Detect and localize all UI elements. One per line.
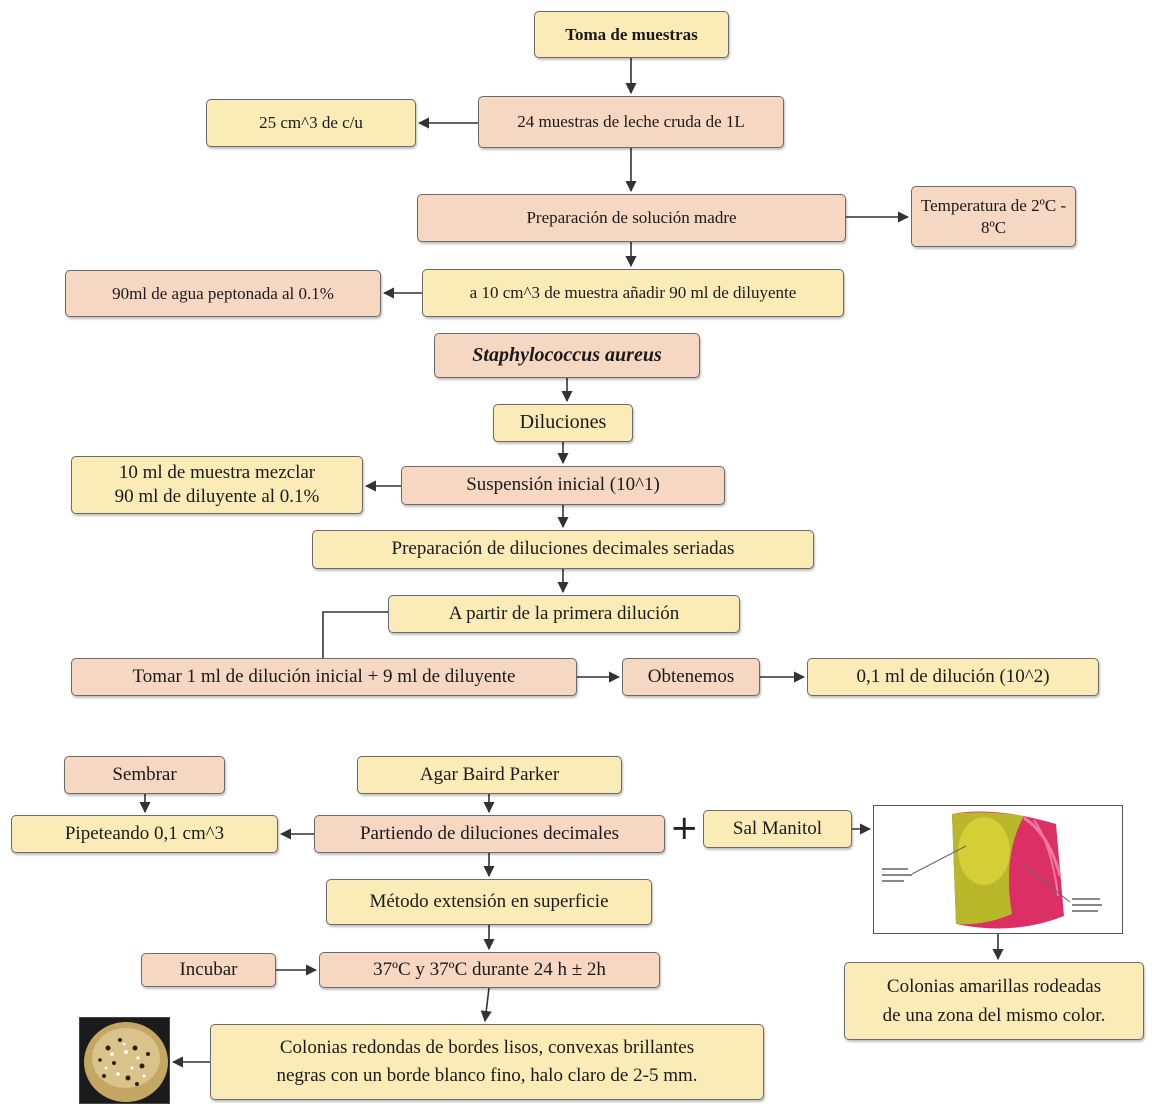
obtenemos-node: Obtenemos [622,658,760,696]
pipeteando-node: Pipeteando 0,1 cm^3 [11,815,278,853]
sembrar-node: Sembrar [64,756,225,794]
agar-baird-parker-node: Agar Baird Parker [357,756,622,794]
colonias-redondas-line-1: Colonias redondas de bordes lisos, conve… [279,1036,695,1058]
diluciones-node: Diluciones [493,404,633,442]
cm25-node: 25 cm^3 de c/u [206,99,416,147]
a10cm-node: a 10 cm^3 de muestra añadir 90 ml de dil… [422,269,844,317]
suspension-inicial-node: Suspensión inicial (10^1) [401,466,725,505]
incubacion-node: 37ºC y 37ºC durante 24 h ± 2h [319,952,660,988]
baird-parker-plate-photo [79,1017,170,1104]
a-partir-node: A partir de la primera dilución [388,595,740,633]
incubar-node: Incubar [141,953,276,987]
mezclar-line-1: 10 ml de muestra mezclar [118,461,316,483]
colonias-amarillas-line-1: Colonias amarillas rodeadas [886,975,1102,997]
manitol-plate-photo [873,805,1123,934]
edge-apartir-tomar [322,611,388,658]
partiendo-node: Partiendo de diluciones decimales [314,815,665,853]
preparacion-diluciones-node: Preparación de diluciones decimales seri… [312,530,814,569]
colonias-amarillas-line-2: de una zona del mismo color. [882,1005,1106,1026]
colonias-amarillas-node: Colonias amarillas rodeadas de una zona … [844,962,1144,1040]
colonias-redondas-line-2: negras con un borde blanco fino, halo cl… [276,1065,698,1086]
sal-manitol-node: Sal Manitol [703,810,852,848]
dilucion-01-node: 0,1 ml de dilución (10^2) [807,658,1099,696]
tomar-node: Tomar 1 ml de dilución inicial + 9 ml de… [71,658,577,696]
temperatura-node: Temperatura de 2ºC - 8ºC [911,186,1076,247]
solucion-madre-node: Preparación de solución madre [417,194,846,242]
agua-peptonada-node: 90ml de agua peptonada al 0.1% [65,270,381,317]
mezclar-node: 10 ml de muestra mezclar 90 ml de diluye… [71,456,363,514]
staphylococcus-node: Staphylococcus aureus [434,333,700,378]
colonias-redondas-node: Colonias redondas de bordes lisos, conve… [210,1024,764,1100]
plus-sign: + [670,808,699,848]
metodo-extension-node: Método extensión en superficie [326,879,652,925]
muestras-node: 24 muestras de leche cruda de 1L [478,96,784,148]
edge-incubacion-colonias [480,987,492,1023]
toma-de-muestras-node: Toma de muestras [534,11,729,58]
mezclar-line-2: 90 ml de diluyente al 0.1% [114,486,320,507]
